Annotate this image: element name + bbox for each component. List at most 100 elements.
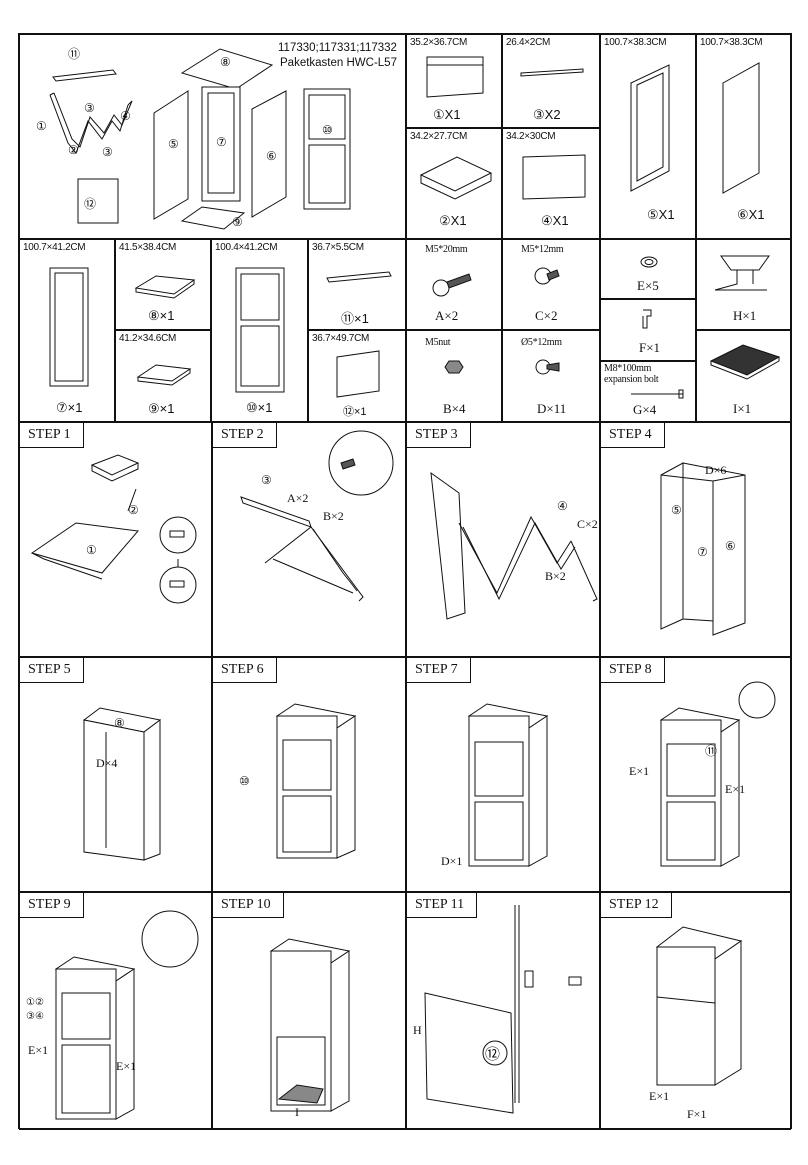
part-dimension: 34.2×27.7CM <box>410 131 468 142</box>
step-note: F×1 <box>687 1107 707 1121</box>
part-dimension: 100.7×38.3CM <box>604 37 667 48</box>
step-note: ⑪ <box>705 744 718 758</box>
part-quantity: ④X1 <box>541 213 569 228</box>
step-note: ① <box>86 543 97 557</box>
part-quantity: ⑦×1 <box>56 400 83 415</box>
hardware-b-cell: M5nut B×4 <box>406 330 502 422</box>
hardware-spec: Ø5*12mm <box>521 337 562 348</box>
step-note: ⑧ <box>114 716 125 730</box>
step-note: I <box>295 1105 299 1119</box>
callout: ⑦ <box>216 135 227 149</box>
part-quantity: ⑪×1 <box>341 311 369 326</box>
step-3-panel: STEP 3 ④ C×2 B×2 <box>406 422 600 657</box>
step-note: ①② <box>26 997 44 1008</box>
hardware-f-cell: F×1 <box>600 299 696 361</box>
part-6-cell: 100.7×38.3CM ⑥X1 <box>696 34 791 239</box>
part-4-cell: 34.2×30CM ④X1 <box>502 128 600 239</box>
callout: ③ <box>84 101 95 115</box>
step-label: STEP 7 <box>407 658 471 683</box>
part-7-cell: 100.7×41.2CM ⑦×1 <box>19 239 115 422</box>
step-label: STEP 12 <box>601 893 672 918</box>
part-quantity: ⑩×1 <box>246 400 273 415</box>
step-note: ② <box>128 503 139 517</box>
hardware-quantity: H×1 <box>733 308 757 323</box>
step-11-panel: STEP 11 H ⑫ <box>406 892 600 1130</box>
hardware-g-cell: M8*100mm expansion bolt G×4 <box>600 361 696 422</box>
callout: ⑧ <box>220 55 231 69</box>
step-label: STEP 9 <box>20 893 84 918</box>
callout: ② <box>68 143 79 157</box>
hardware-quantity: B×4 <box>443 401 466 416</box>
part-10-cell: 100.4×41.2CM ⑩×1 <box>211 239 308 422</box>
instruction-sheet: 117330;117331;117332 Paketkasten HWC-L57 <box>18 33 792 1130</box>
part-1-cell: 35.2×36.7CM ①X1 <box>406 34 502 128</box>
hardware-quantity: F×1 <box>639 340 661 355</box>
callout: ④ <box>120 109 131 123</box>
step-note: D×6 <box>705 463 727 477</box>
step-note: E×1 <box>28 1043 49 1057</box>
step-note: H <box>413 1023 422 1037</box>
hardware-spec: M8*100mm expansion bolt <box>604 363 659 385</box>
step-note: ⑥ <box>725 539 736 553</box>
hardware-i-cell: I×1 <box>696 330 791 422</box>
step-note: B×2 <box>323 509 344 523</box>
part-8-cell: 41.5×38.4CM ⑧×1 <box>115 239 211 330</box>
callout: ① <box>36 119 47 133</box>
hardware-quantity: G×4 <box>633 402 657 417</box>
hardware-quantity: C×2 <box>535 308 558 323</box>
step-note: ⑩ <box>239 774 250 788</box>
step-label: STEP 6 <box>213 658 277 683</box>
step-note: E×1 <box>629 764 650 778</box>
part-quantity: ⑧×1 <box>148 308 175 323</box>
step-label: STEP 2 <box>213 423 277 448</box>
step-note: D×4 <box>96 756 118 770</box>
step-note: ③ <box>261 473 272 487</box>
hardware-quantity: I×1 <box>733 401 752 416</box>
step-note: E×1 <box>116 1059 137 1073</box>
hardware-spec: M5nut <box>425 337 451 348</box>
callout: ⑤ <box>168 137 179 151</box>
step-note: ⑤ <box>671 503 682 517</box>
hardware-spec: M5*20mm <box>425 244 468 255</box>
step-note: A×2 <box>287 491 309 505</box>
callout: ⑥ <box>266 149 277 163</box>
hardware-a-cell: M5*20mm A×2 <box>406 239 502 330</box>
part-quantity: ⑥X1 <box>737 207 765 222</box>
part-dimension: 36.7×49.7CM <box>312 333 370 344</box>
step-note: E×1 <box>725 782 746 796</box>
step-4-panel: STEP 4 D×6 ⑤ ⑦ ⑥ <box>600 422 791 657</box>
callout: ⑪ <box>68 47 81 61</box>
part-2-cell: 34.2×27.7CM ②X1 <box>406 128 502 239</box>
overview-panel: 117330;117331;117332 Paketkasten HWC-L57 <box>19 34 406 239</box>
step-label: STEP 11 <box>407 893 478 918</box>
part-dimension: 34.2×30CM <box>506 131 556 142</box>
part-quantity: ⑫×1 <box>343 406 367 418</box>
part-quantity: ①X1 <box>433 107 461 122</box>
callout: ⑩ <box>322 123 333 137</box>
step-8-panel: STEP 8 ⑪ E×1 E×1 <box>600 657 791 892</box>
hardware-h-cell: H×1 <box>696 239 791 330</box>
part-quantity: ⑨×1 <box>148 401 175 416</box>
step-5-panel: STEP 5 ⑧ D×4 <box>19 657 212 892</box>
exploded-view-drawing <box>49 48 351 230</box>
part-dimension: 35.2×36.7CM <box>410 37 468 48</box>
step-note: B×2 <box>545 569 566 583</box>
part-quantity: ②X1 <box>439 213 467 228</box>
step-label: STEP 8 <box>601 658 665 683</box>
step-2-panel: STEP 2 ③ A×2 B×2 <box>212 422 406 657</box>
hardware-spec-type: expansion bolt <box>604 374 659 385</box>
step-label: STEP 1 <box>20 423 84 448</box>
callout: ⑨ <box>232 215 243 229</box>
hardware-c-cell: M5*12mm C×2 <box>502 239 600 330</box>
step-10-panel: STEP 10 I <box>212 892 406 1130</box>
callout: ③ <box>102 145 113 159</box>
part-5-cell: 100.7×38.3CM ⑤X1 <box>600 34 696 239</box>
model-numbers: 117330;117331;117332 <box>278 42 397 54</box>
callout: ⑫ <box>84 197 97 211</box>
step-note: C×2 <box>577 517 598 531</box>
hardware-quantity: E×5 <box>637 278 659 293</box>
step-note: ⑦ <box>697 545 708 559</box>
step-12-panel: STEP 12 E×1 F×1 <box>600 892 791 1130</box>
step-note: E×1 <box>649 1089 670 1103</box>
part-quantity: ⑤X1 <box>647 207 675 222</box>
